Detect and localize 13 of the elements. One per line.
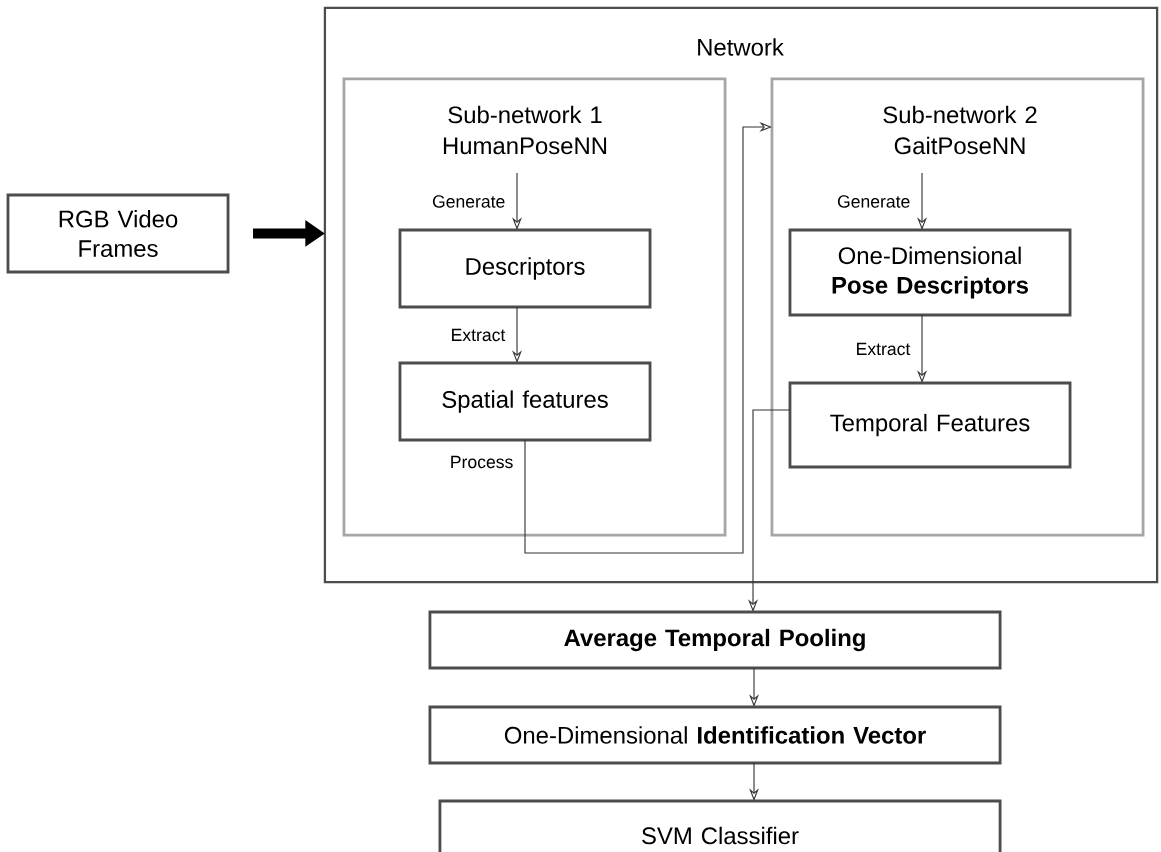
process-box: SVM Classifier [438, 799, 1002, 852]
edge-label: Extract [854, 341, 912, 357]
process-box: RGB Video Frames [6, 193, 230, 274]
edge-label: Extract [449, 327, 507, 343]
edge-label: Process [448, 454, 515, 470]
process-box: One-Dimensional Pose Descriptors [788, 228, 1072, 317]
edge-label: Generate [835, 193, 912, 210]
process-box: Temporal Features [788, 381, 1072, 469]
process-box: Average Temporal Pooling [428, 610, 1002, 670]
process-box: Spatial features [398, 361, 652, 442]
process-box: One-Dimensional Identification Vector [428, 705, 1002, 765]
edge-label: Generate [430, 193, 507, 210]
process-box: Descriptors [398, 228, 652, 309]
